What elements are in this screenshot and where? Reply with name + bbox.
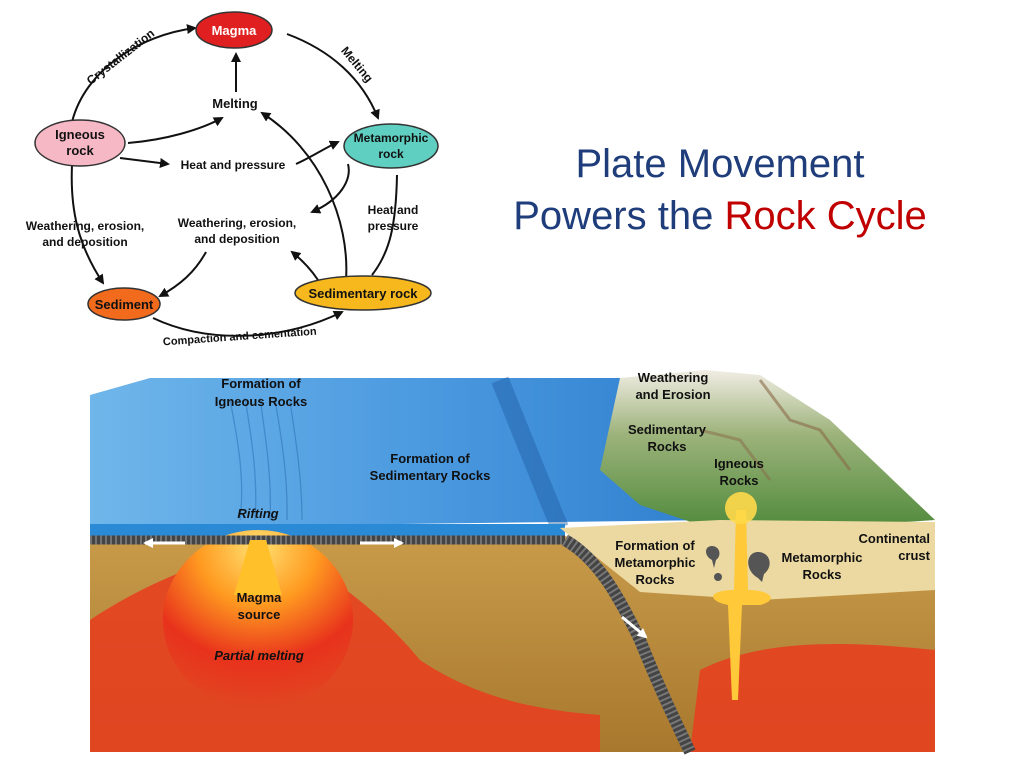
continental-crust bbox=[560, 520, 935, 600]
heat-pressure-right-arrow bbox=[371, 174, 398, 276]
magma-source-label-2: source bbox=[238, 607, 281, 622]
weathering-to-sediment-arrow bbox=[158, 251, 207, 297]
rifting-label: Rifting bbox=[237, 506, 278, 521]
weathering-left-arrow bbox=[70, 164, 105, 285]
rift-magma-plume bbox=[234, 540, 282, 595]
subduction-arrow bbox=[621, 615, 648, 639]
crystallization-arrow bbox=[71, 24, 197, 123]
metamorphic-node bbox=[343, 123, 439, 169]
partial-melting-label: Partial melting bbox=[214, 648, 304, 663]
continental-crust-label-2: crust bbox=[898, 548, 930, 563]
metamorphic-rocks-label-2: Rocks bbox=[802, 567, 841, 582]
sedimentary-node-label: Sedimentary rock bbox=[308, 286, 418, 301]
sea-water-band bbox=[90, 524, 565, 536]
slide-title: Plate Movement Powers the Rock Cycle bbox=[470, 138, 970, 242]
magma-source-glow bbox=[163, 530, 353, 710]
metamorphic-blob-3 bbox=[714, 573, 722, 581]
magma-node-label: Magma bbox=[212, 23, 258, 38]
igneous-node-label-1: Igneous bbox=[55, 127, 105, 142]
compaction-arrow bbox=[152, 311, 344, 337]
metamorphic-weathering-arrow bbox=[310, 163, 350, 214]
formation-igneous-label-1: Formation of bbox=[221, 376, 301, 391]
formation-sedimentary-label-1: Formation of bbox=[390, 451, 470, 466]
sedimentary-rocks-label-2: Rocks bbox=[647, 439, 686, 454]
title-line-2: Powers the Rock Cycle bbox=[470, 190, 970, 242]
formation-metamorphic-label-3: Rocks bbox=[635, 572, 674, 587]
igneous-rocks-label-1: Igneous bbox=[714, 456, 764, 471]
formation-igneous-label-2: Igneous Rocks bbox=[215, 394, 307, 409]
volcano-magma-conduit bbox=[713, 510, 771, 700]
igneous-node-label-2: rock bbox=[66, 143, 94, 158]
weathering-left-label-1: Weathering, erosion, bbox=[26, 219, 144, 233]
heat-pressure-center-label: Heat and pressure bbox=[181, 158, 286, 172]
cross-section-illustration: Formation of Igneous Rocks Formation of … bbox=[90, 370, 935, 755]
weathering-center-label-2: and deposition bbox=[194, 232, 279, 246]
sedimentary-rocks-label-1: Sedimentary bbox=[628, 422, 707, 437]
metamorphic-node-label-1: Metamorphic bbox=[354, 131, 429, 145]
heat-to-metamorphic-arrow bbox=[295, 140, 340, 165]
volcano-vent bbox=[725, 492, 757, 524]
formation-metamorphic-label-1: Formation of bbox=[615, 538, 695, 553]
rift-ridges bbox=[229, 397, 303, 521]
sediment-node bbox=[87, 287, 161, 321]
sedimentary-weathering-arrow bbox=[290, 250, 319, 281]
formation-metamorphic-label-2: Metamorphic bbox=[615, 555, 696, 570]
igneous-rocks-label-2: Rocks bbox=[719, 473, 758, 488]
igneous-node bbox=[34, 119, 126, 167]
crystallization-label: Crystallization bbox=[84, 26, 157, 88]
metamorphic-node-label-2: rock bbox=[378, 147, 404, 161]
rock-cycle-diagram: Magma Igneous rock Metamorphic rock Sedi… bbox=[26, 11, 439, 348]
mantle-heat-right bbox=[690, 644, 935, 752]
melting-outer-arrow bbox=[286, 33, 380, 120]
ocean-trench bbox=[491, 376, 569, 532]
metamorphic-blob-1 bbox=[706, 546, 720, 568]
magma-node bbox=[195, 11, 273, 49]
sediment-node-label: Sediment bbox=[95, 297, 154, 312]
ocean-floor bbox=[90, 378, 718, 528]
metamorphic-blob-2 bbox=[748, 552, 770, 582]
weathering-center-label-1: Weathering, erosion, bbox=[178, 216, 296, 230]
continental-mountains bbox=[600, 370, 935, 530]
continental-crust-label-1: Continental bbox=[859, 531, 931, 546]
sedimentary-to-melting-arrow bbox=[260, 111, 348, 281]
heat-pressure-right-label-1: Heat and bbox=[368, 203, 419, 217]
weathering-label-1: Weathering bbox=[638, 370, 709, 385]
weathering-left-label-2: and deposition bbox=[42, 235, 127, 249]
heat-pressure-right-label-2: pressure bbox=[368, 219, 419, 233]
title-line-1: Plate Movement bbox=[575, 142, 865, 186]
metamorphic-rocks-label-1: Metamorphic bbox=[782, 550, 863, 565]
title-line-2-accent: Rock Cycle bbox=[724, 194, 927, 238]
igneous-heat-arrow bbox=[119, 157, 170, 168]
weathering-label-2: and Erosion bbox=[635, 387, 710, 402]
title-line-2-prefix: Powers the bbox=[513, 194, 725, 238]
formation-sedimentary-label-2: Sedimentary Rocks bbox=[370, 468, 491, 483]
melting-arc-label: Melting bbox=[338, 44, 376, 85]
magma-source-label-1: Magma bbox=[237, 590, 283, 605]
igneous-to-melting-arrow bbox=[127, 117, 224, 144]
sedimentary-node bbox=[294, 275, 432, 311]
melting-center-label: Melting bbox=[212, 96, 258, 111]
